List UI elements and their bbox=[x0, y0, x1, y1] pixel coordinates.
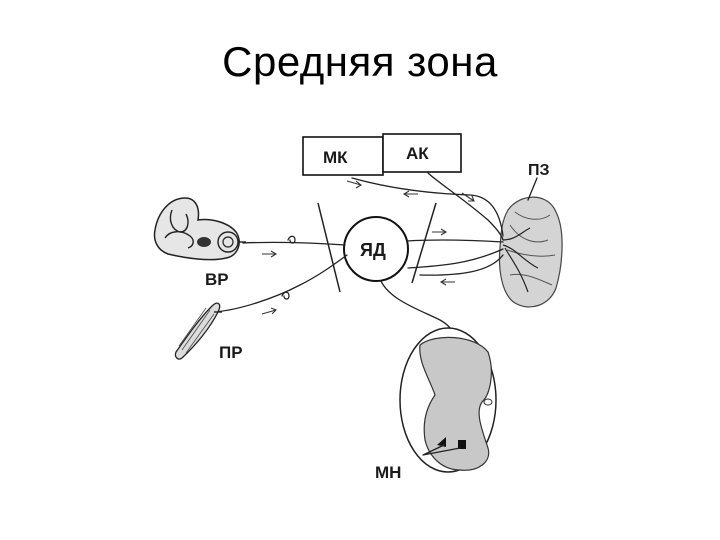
left-barrier-line bbox=[318, 203, 340, 292]
ak-label: АК bbox=[406, 144, 429, 163]
central-nucleus: ЯД bbox=[344, 217, 408, 281]
cerebellum-icon: ПЗ bbox=[500, 162, 563, 307]
inner-ear-icon: ВР bbox=[155, 198, 246, 289]
yad-label: ЯД bbox=[360, 240, 386, 260]
pz-label: ПЗ bbox=[528, 162, 550, 179]
mk-label: МК bbox=[323, 148, 348, 167]
pr-label: ПР bbox=[219, 343, 243, 362]
spinal-cord-icon: МН bbox=[375, 328, 496, 482]
vr-label: ВР bbox=[205, 270, 229, 289]
muscle-spindle-icon: ПР bbox=[175, 303, 242, 362]
cortex-boxes: МК АК bbox=[303, 134, 461, 175]
right-barrier-line bbox=[412, 203, 436, 283]
mn-label: МН bbox=[375, 463, 401, 482]
